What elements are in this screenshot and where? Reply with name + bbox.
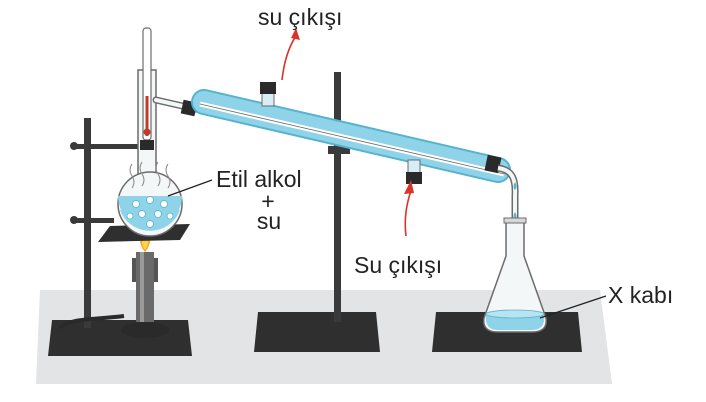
thermometer-stopper xyxy=(140,140,154,150)
condenser-jacket-fill xyxy=(193,91,509,181)
thermometer-bulb xyxy=(143,128,151,136)
receiver-liquid-surface xyxy=(485,309,545,319)
left-clamp-arm-upper xyxy=(74,144,154,149)
vapor-lines xyxy=(129,161,171,189)
left-clamp-knob-upper xyxy=(70,142,78,150)
top-outlet-arrowhead xyxy=(291,28,300,40)
receiver-flask xyxy=(483,217,547,333)
liebig-condenser xyxy=(191,82,511,184)
thermometer xyxy=(140,27,154,150)
bottom-outlet-arrowhead xyxy=(404,180,414,194)
flask-contents-line1: Etil alkol xyxy=(216,166,302,192)
receiver-leader-line xyxy=(539,295,607,319)
receiver-rim xyxy=(503,217,527,224)
flask-leader-line xyxy=(167,179,213,197)
burner-hose xyxy=(58,314,125,330)
receiver-label: X kabı xyxy=(608,282,674,308)
left-stand-base xyxy=(48,320,192,356)
top-outlet-arrow xyxy=(281,35,297,81)
top-water-hose xyxy=(260,82,276,94)
bottom-water-hose xyxy=(406,172,422,184)
flask-contents-line2: su xyxy=(256,208,282,234)
middle-stand-base xyxy=(254,312,380,352)
middle-stand-rod xyxy=(334,72,341,322)
condenser-end-stopper xyxy=(484,154,502,174)
receiver-liquid xyxy=(485,314,545,330)
left-clamp-arm-lower xyxy=(74,218,114,223)
burner-tube-highlight xyxy=(140,252,144,322)
thermometer-mercury xyxy=(145,96,149,136)
middle-clamp-lower xyxy=(328,146,350,154)
condenser-inner-tube-edge xyxy=(199,103,505,175)
burner-base xyxy=(121,322,169,338)
burner-tube xyxy=(136,252,154,322)
top-water-outlet-label: su çıkışı xyxy=(258,4,343,30)
bottom-outlet-arrow xyxy=(404,187,413,237)
left-clamp-knob-lower xyxy=(70,216,78,224)
outlet-adapter-inner xyxy=(497,166,518,292)
flask-contents-plus: + xyxy=(261,188,275,214)
bunsen-burner xyxy=(58,222,169,338)
receiver-flask-body xyxy=(483,221,547,333)
bottom-water-outlet-label: Su çıkışı xyxy=(354,252,443,278)
boiling-bubbles xyxy=(126,196,174,228)
